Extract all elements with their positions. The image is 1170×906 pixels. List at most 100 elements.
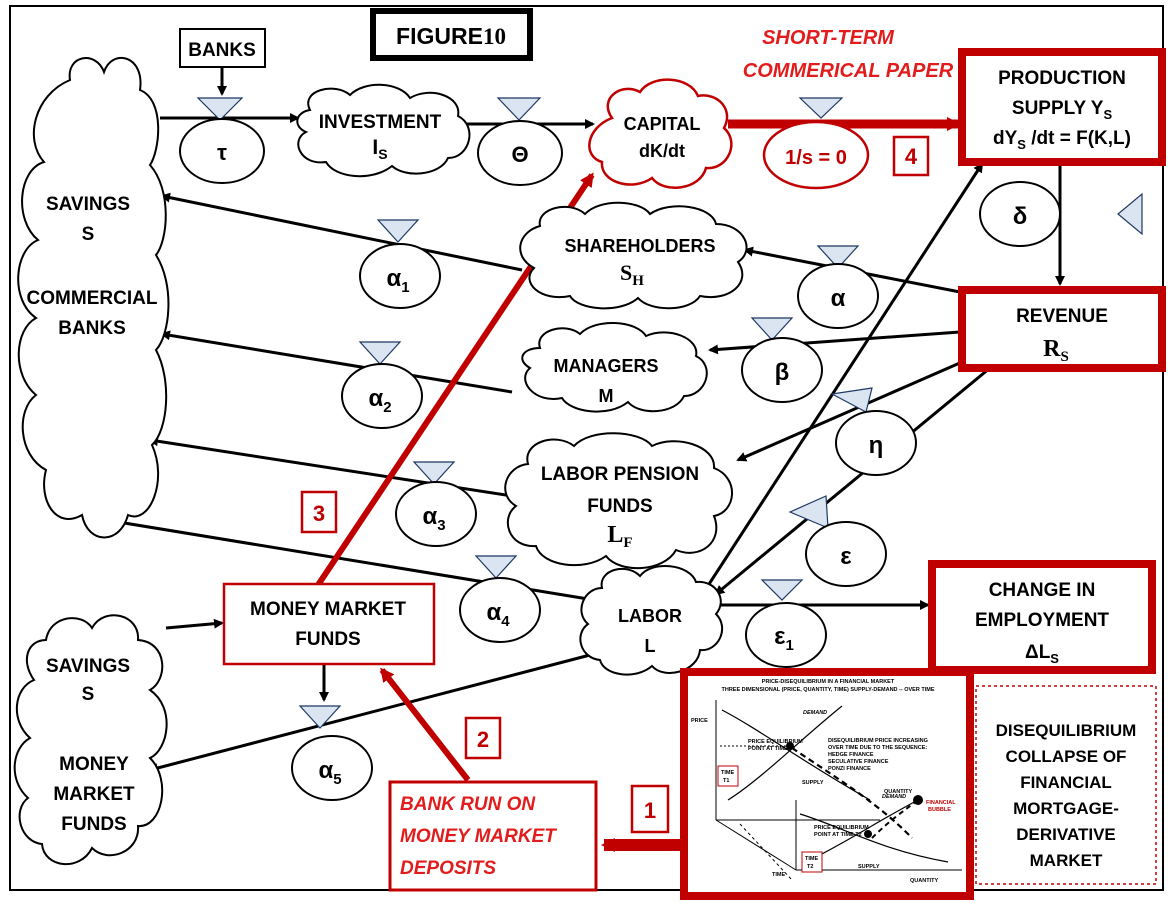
alpha3-label: α3: [422, 503, 445, 534]
svg-text:BUBBLE: BUBBLE: [928, 807, 951, 813]
svg-text:T2: T2: [807, 864, 813, 870]
shareholders-label: SHAREHOLDERS: [564, 236, 715, 256]
managers-symbol: M: [599, 386, 614, 406]
savings-mmf-cloud: [13, 614, 168, 865]
param-labels: τ Θ 1/s = 0 δ α β η ε ε1 α1 α2 α3 α4 α5: [217, 140, 1027, 788]
commercial-paper-label: COMMERICAL PAPER: [743, 60, 954, 82]
arrow-savings-mmf: [165, 618, 224, 630]
disequilibrium-text: DISEQUILIBRIUM COLLAPSE OF FINANCIAL MOR…: [996, 721, 1137, 870]
mmf-label: MONEY MARKET: [250, 599, 406, 620]
figure-title-box: [370, 8, 533, 61]
svg-text:QUANTITY: QUANTITY: [884, 789, 912, 795]
shareholders-cloud: [519, 201, 748, 310]
arrow-revenue-managers: [708, 330, 961, 355]
step-1: 1: [644, 798, 656, 823]
svg-text:DERIVATIVE: DERIVATIVE: [1016, 825, 1116, 844]
svg-text:COLLAPSE OF: COLLAPSE OF: [1006, 747, 1127, 766]
disequilibrium-box: [975, 685, 1157, 885]
valve-triangles: [196, 97, 1143, 729]
investment-symbol: IS: [372, 136, 387, 162]
svg-text:SECULATIVE FINANCE: SECULATIVE FINANCE: [828, 759, 889, 765]
managers-label: MANAGERS: [553, 356, 658, 376]
svg-text:DEMAND: DEMAND: [803, 710, 827, 716]
investment-label: INVESTMENT: [319, 112, 442, 133]
step-2: 2: [477, 727, 489, 752]
svg-text:FINANCIAL: FINANCIAL: [926, 800, 956, 806]
arrow-revenue-pension: [736, 360, 963, 462]
svg-text:SUPPLY: SUPPLY: [858, 864, 880, 870]
svg-text:HEDGE FINANCE: HEDGE FINANCE: [828, 752, 874, 758]
svg-text:DISEQUILIBRIUM: DISEQUILIBRIUM: [996, 721, 1137, 740]
arrow-revenue-labor: [714, 366, 991, 596]
svg-text:PRICE EQUILIBRIUM: PRICE EQUILIBRIUM: [814, 825, 869, 831]
money-label: MONEY: [59, 754, 129, 775]
tau-label: τ: [217, 140, 227, 165]
step-boxes: [300, 135, 930, 834]
revenue-symbol: RS: [1043, 336, 1069, 365]
svg-text:MARKET: MARKET: [1030, 851, 1103, 870]
alpha-label: α: [831, 285, 846, 312]
eta-label: η: [869, 432, 884, 459]
svg-text:PONZI FINANCE: PONZI FINANCE: [828, 766, 871, 772]
epsilon-label: ε: [840, 543, 851, 570]
change-label: CHANGE IN: [989, 580, 1096, 601]
pension-symbol: LF: [607, 522, 632, 551]
shareholders-symbol: SH: [620, 260, 644, 289]
inset-chart-text: PRICE-DISEQUILIBRIUM IN A FINANCIAL MARK…: [691, 679, 956, 884]
figure-title: FIGURE10: [396, 23, 506, 49]
arrow-labor-production: [698, 162, 984, 599]
short-term-label: SHORT-TERM: [762, 27, 895, 49]
savings-symbol: S: [82, 224, 95, 245]
inset-chart: [680, 668, 974, 900]
bank-run-mm-label: MONEY MARKET: [400, 826, 557, 847]
labor-pension-label: LABOR PENSION: [541, 464, 699, 485]
step-labels: 4 3 2 1: [313, 144, 918, 823]
bank-run-box: [388, 780, 598, 892]
svg-text:TIME: TIME: [772, 872, 785, 878]
revenue-label: REVENUE: [1016, 306, 1108, 327]
svg-text:TIME: TIME: [805, 856, 818, 862]
svg-text:MORTGAGE-: MORTGAGE-: [1013, 799, 1119, 818]
capital-rate: dK/dt: [639, 141, 685, 161]
bank-run-label: BANK RUN ON: [400, 794, 536, 815]
param-ovals: [179, 118, 1061, 801]
mmf-funds-label: FUNDS: [295, 629, 360, 650]
epsilon1-label: ε1: [774, 623, 794, 654]
alpha2-label: α2: [368, 385, 391, 416]
svg-text:T1: T1: [723, 778, 729, 784]
alpha1-label: α1: [386, 265, 409, 296]
market-label: MARKET: [53, 784, 135, 805]
svg-text:PRICE: PRICE: [691, 718, 708, 724]
theta-label: Θ: [511, 142, 528, 167]
labor-cloud: [579, 564, 724, 676]
labor-symbol: L: [645, 636, 656, 656]
labor-pension-cloud: [504, 432, 733, 569]
supply-label: SUPPLY YS: [1012, 98, 1113, 122]
svg-text:POINT AT TIME T1: POINT AT TIME T1: [748, 746, 796, 752]
revenue-box: [958, 286, 1166, 372]
svg-text:TIME: TIME: [721, 770, 734, 776]
svg-text:OVER TIME DUE TO THE SEQUENCE:: OVER TIME DUE TO THE SEQUENCE:: [828, 745, 927, 751]
labor-label: LABOR: [618, 606, 682, 626]
savings-label: SAVINGS: [46, 194, 130, 215]
commercial-label: COMMERCIAL: [27, 288, 158, 309]
arrow-bankrun-mmf: [379, 667, 471, 782]
step-4: 4: [905, 144, 918, 169]
employment-symbol: ΔLS: [1025, 642, 1059, 666]
svg-text:PRICE-DISEQUILIBRIUM IN A FINA: PRICE-DISEQUILIBRIUM IN A FINANCIAL MARK…: [762, 679, 895, 685]
savings2-label: SAVINGS: [46, 656, 130, 677]
arrow-labor-savings-mmf: [148, 653, 591, 773]
production-box: [958, 48, 1166, 166]
arrow-shareholders-savings: [160, 192, 523, 272]
bank-run-deposits-label: DEPOSITS: [400, 858, 496, 879]
banks-label: BANKS: [188, 40, 256, 61]
investment-cloud: [296, 83, 471, 178]
savings2-symbol: S: [82, 684, 95, 705]
production-function: dYS /dt = F(K,L): [993, 128, 1131, 152]
svg-text:POINT AT TIME T2: POINT AT TIME T2: [814, 832, 862, 838]
one-over-s-label: 1/s = 0: [785, 147, 847, 169]
money-market-funds-box: [222, 582, 436, 666]
svg-text:FINANCIAL: FINANCIAL: [1020, 773, 1112, 792]
svg-text:PRICE EQUILIBRIUM: PRICE EQUILIBRIUM: [748, 739, 803, 745]
